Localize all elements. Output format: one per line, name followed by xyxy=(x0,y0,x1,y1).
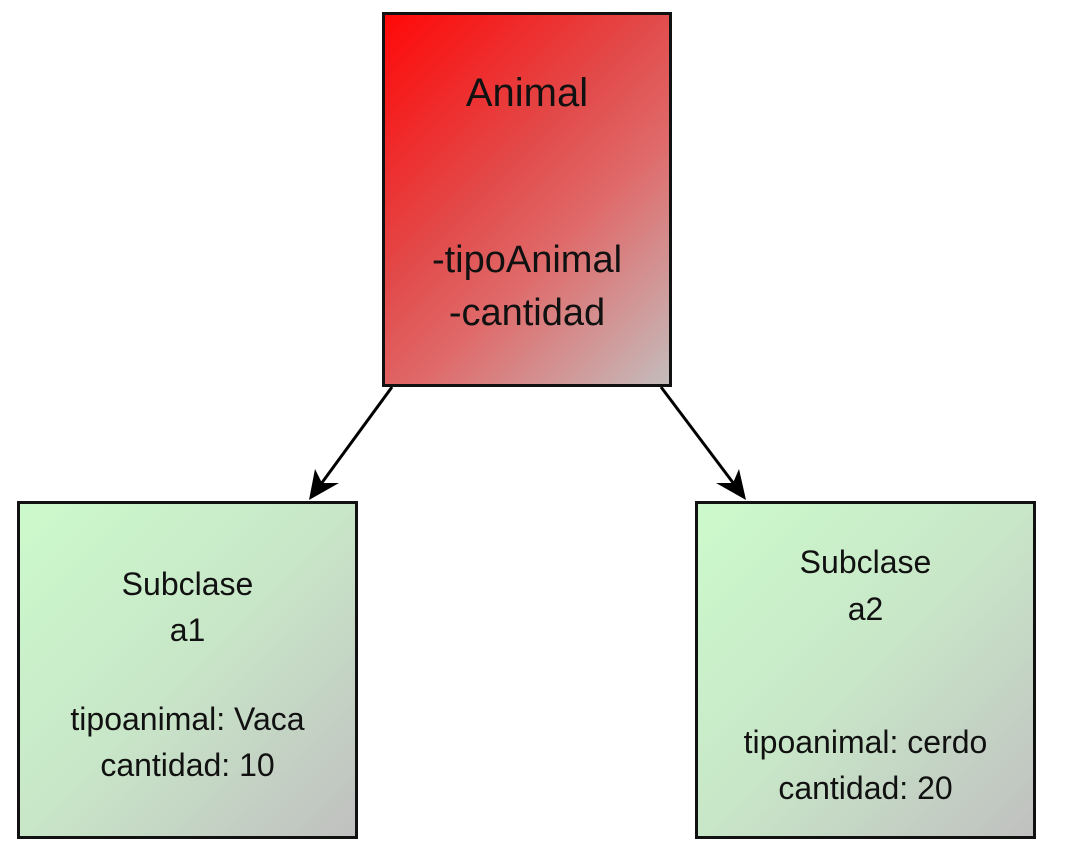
subclass-field-cantidad: cantidad: 10 xyxy=(100,747,275,783)
class-name: Animal xyxy=(465,71,589,115)
class-box-animal: Animal -tipoAnimal -cantidad xyxy=(382,12,672,387)
arrow-to-a1 xyxy=(309,386,394,500)
subclass-id: a1 xyxy=(169,612,206,648)
subclass-title: Subclase xyxy=(799,544,932,580)
subclass-field-tipoanimal: tipoanimal: cerdo xyxy=(743,724,988,760)
subclass-id: a2 xyxy=(847,591,884,627)
subclass-box-a2: Subclase a2 tipoanimal: cerdo cantidad: … xyxy=(695,501,1036,839)
class-attribute-tipoanimal: -tipoAnimal xyxy=(431,239,623,281)
subclass-field-cantidad: cantidad: 20 xyxy=(778,770,953,806)
arrow-to-a2 xyxy=(659,386,746,500)
subclass-title: Subclase xyxy=(121,566,254,602)
subclass-field-tipoanimal: tipoanimal: Vaca xyxy=(70,701,305,737)
arrowhead-a2 xyxy=(716,469,746,500)
arrowhead-a1 xyxy=(309,469,339,500)
class-attribute-cantidad: -cantidad xyxy=(448,292,606,334)
subclass-box-a1: Subclase a1 tipoanimal: Vaca cantidad: 1… xyxy=(17,501,358,839)
